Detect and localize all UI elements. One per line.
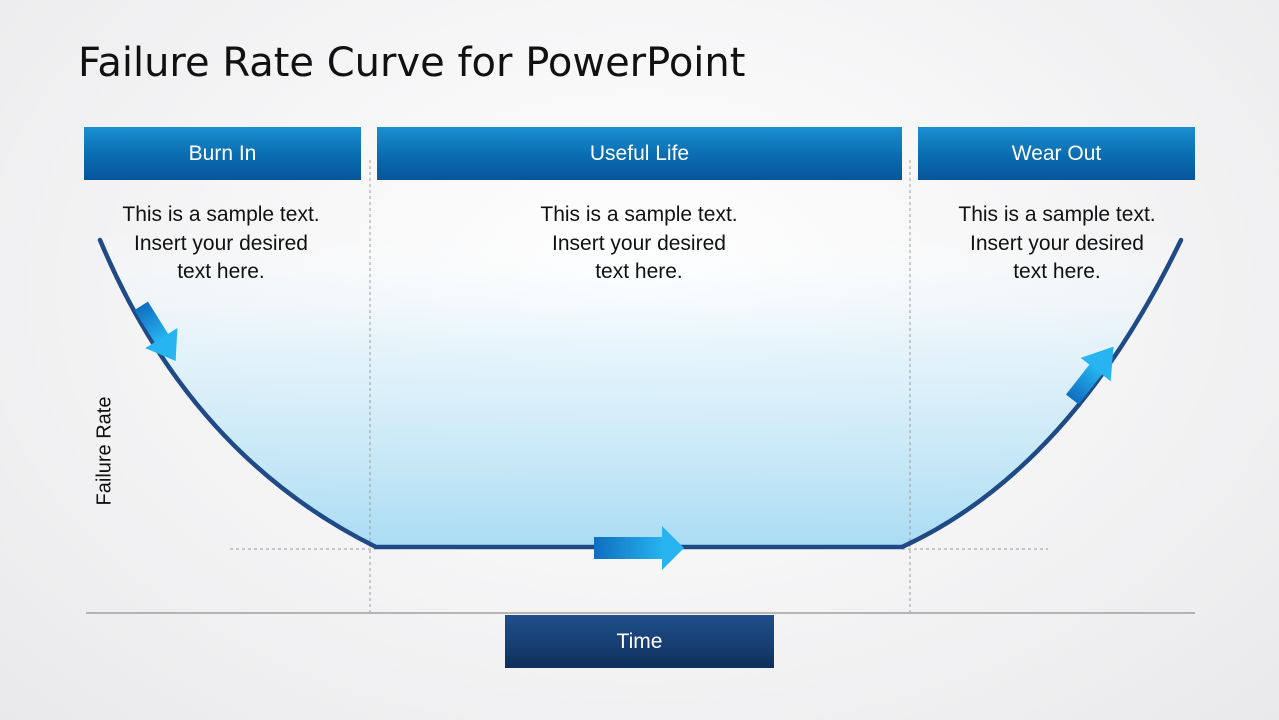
- phase-text-line: text here.: [595, 260, 683, 283]
- x-axis-label-box: Time: [505, 615, 774, 668]
- phase-text-line: Insert your desired: [970, 231, 1144, 255]
- down-right-arrow-icon: [134, 301, 178, 361]
- phase-text-line: This is a sample text.: [958, 203, 1156, 226]
- phase-text-burn-in: This is a sample text. Insert your desir…: [84, 201, 358, 287]
- phase-text-line: text here.: [177, 260, 265, 283]
- phase-text-line: This is a sample text.: [540, 203, 738, 226]
- right-arrow-icon: [594, 526, 684, 570]
- phase-text-line: Insert your desired: [134, 231, 308, 255]
- phase-text-line: This is a sample text.: [122, 203, 320, 226]
- y-axis-label: Failure Rate: [93, 396, 116, 506]
- up-right-arrow-icon: [1065, 346, 1114, 405]
- phase-text-line: text here.: [1013, 260, 1101, 283]
- phase-header-useful-life: Useful Life: [377, 127, 902, 180]
- slide-title: Failure Rate Curve for PowerPoint: [78, 40, 746, 86]
- phase-text-wear-out: This is a sample text. Insert your desir…: [918, 201, 1196, 287]
- phase-header-burn-in: Burn In: [84, 127, 361, 180]
- phase-text-line: Insert your desired: [552, 231, 726, 255]
- phase-text-useful-life: This is a sample text. Insert your desir…: [500, 201, 778, 287]
- phase-header-wear-out: Wear Out: [918, 127, 1195, 180]
